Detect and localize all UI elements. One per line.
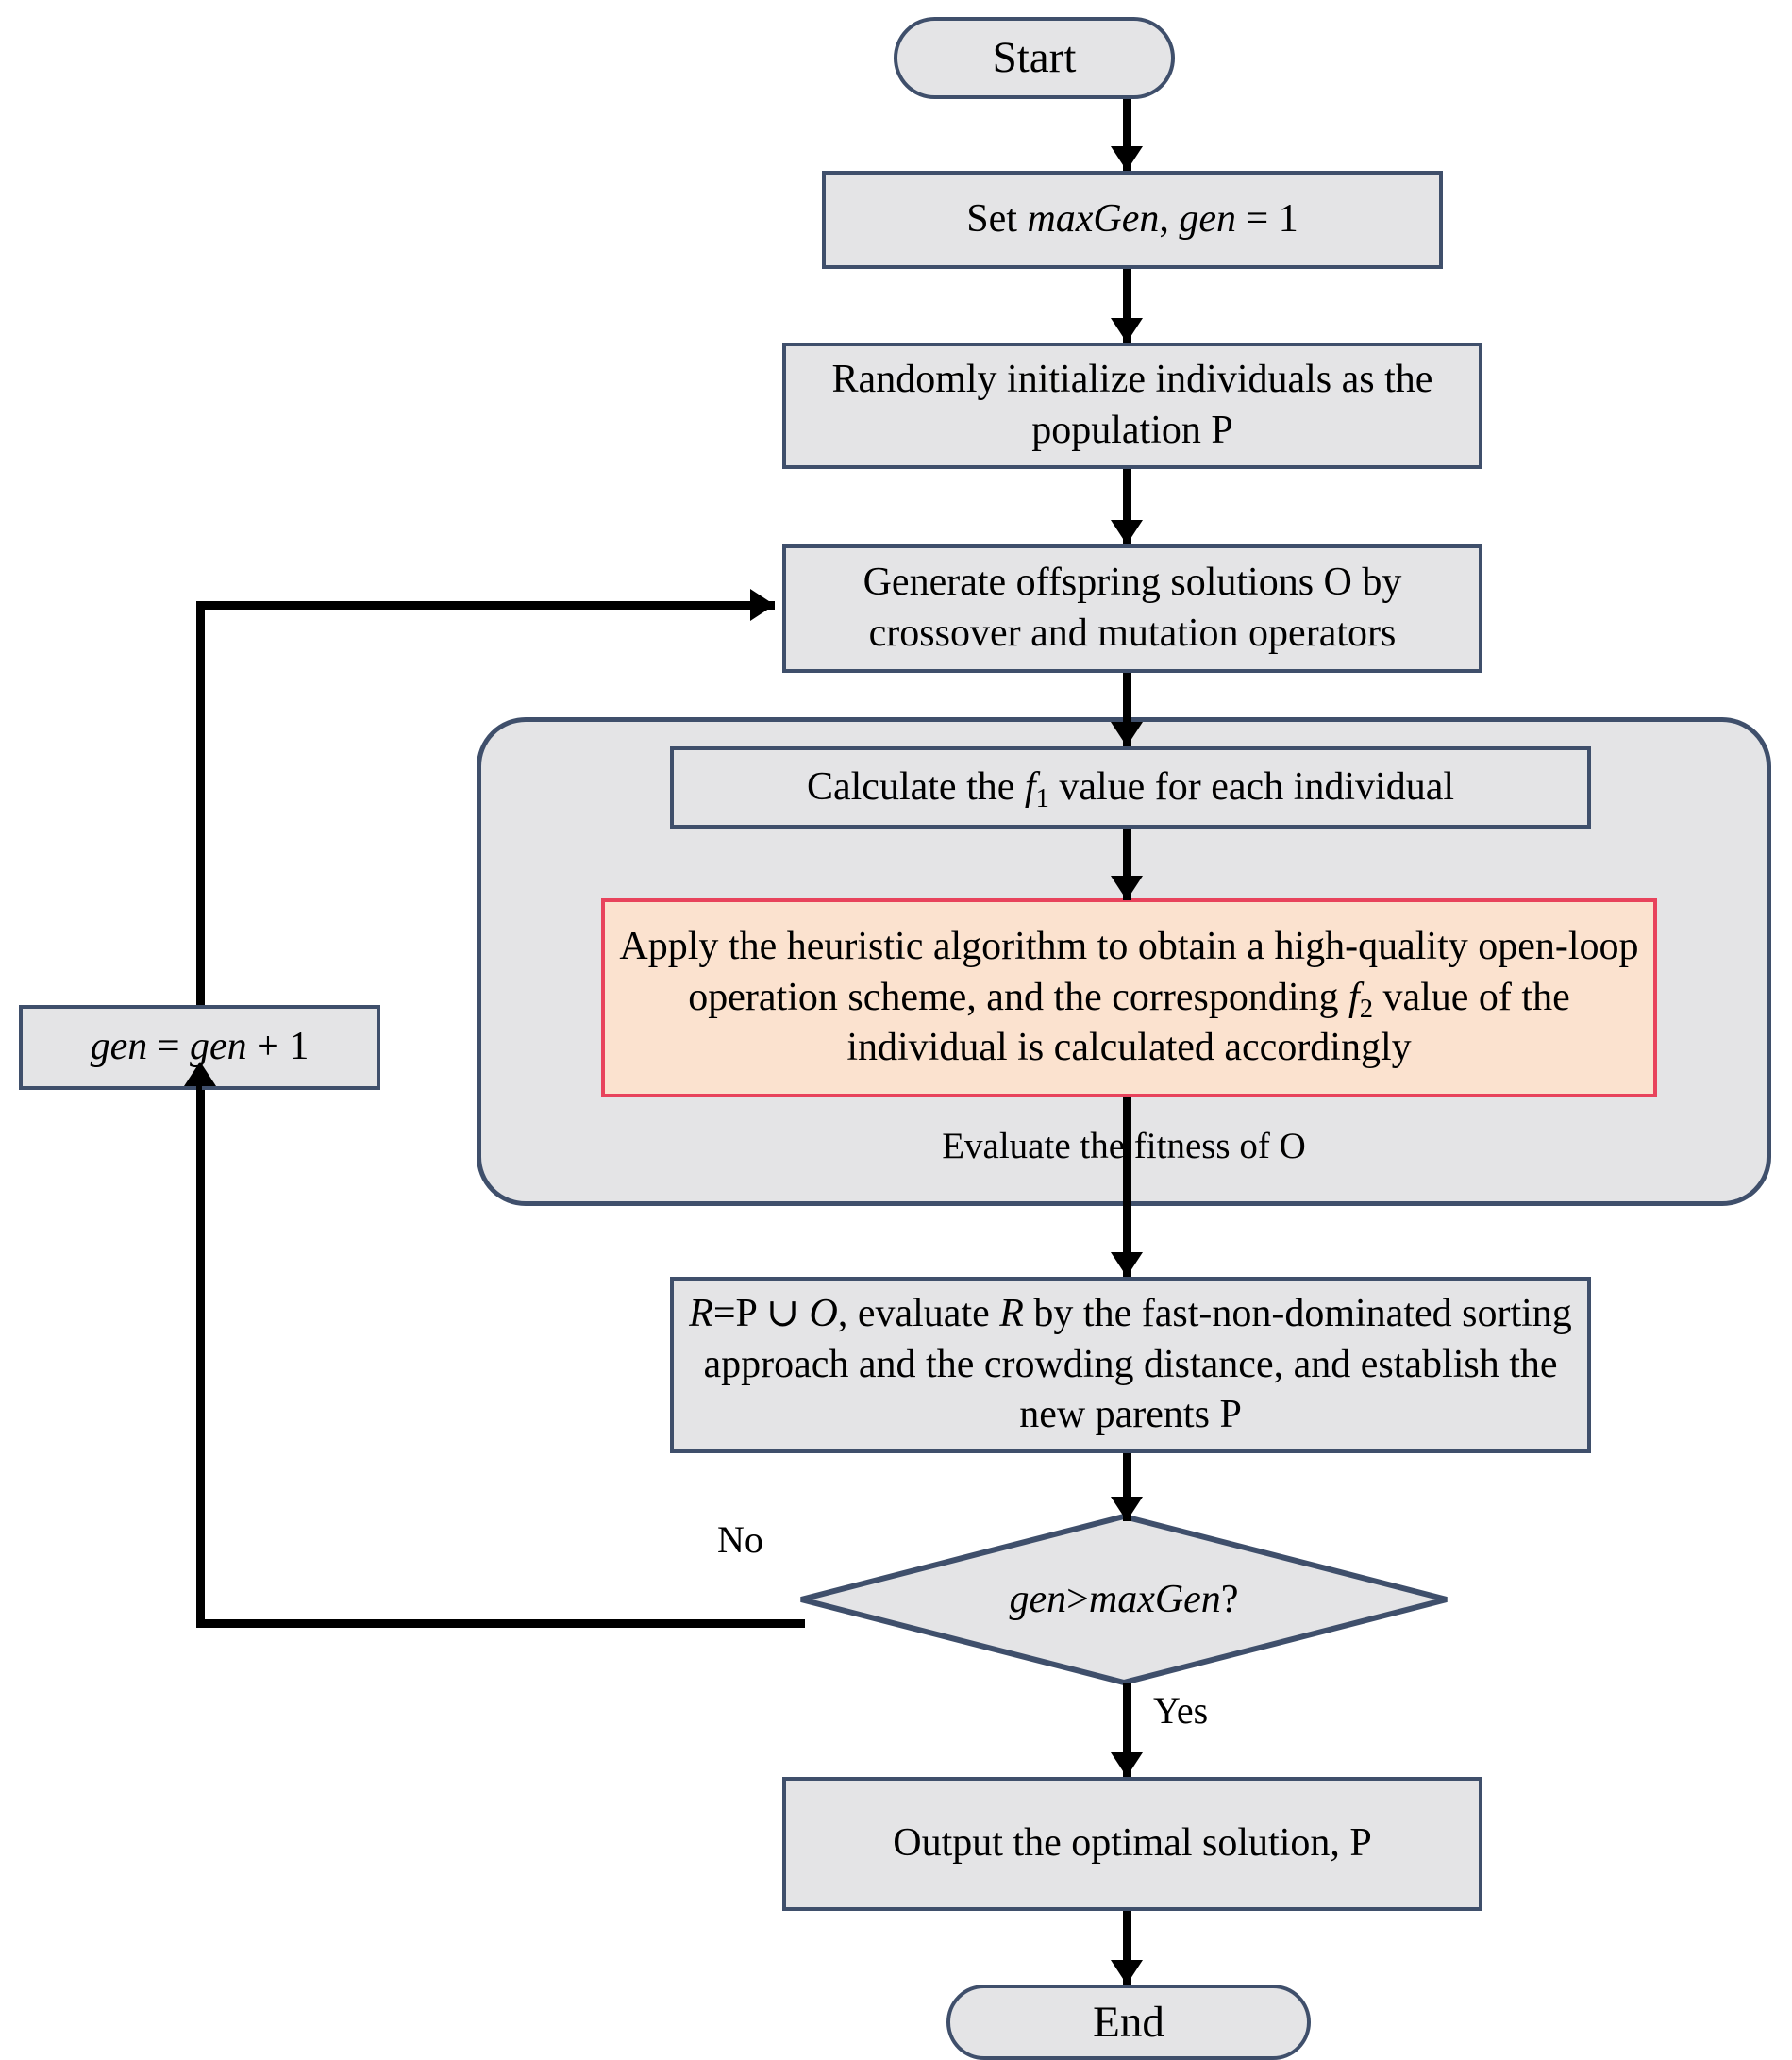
arrow-calc-f1-to-heuristic xyxy=(1111,876,1143,900)
node-initialize-label: Randomly initialize individuals as the p… xyxy=(831,358,1433,452)
arrow-decision-to-output xyxy=(1111,1752,1143,1777)
connector-decision-to-output xyxy=(1123,1683,1131,1777)
node-initialize[interactable]: Randomly initialize individuals as the p… xyxy=(782,343,1482,469)
arrow-generate-to-calc-f1 xyxy=(1111,722,1143,746)
connector-output-to-end xyxy=(1123,1911,1131,1985)
connector-loop-rail-to-generate xyxy=(196,601,775,610)
arrow-set-params-to-initialize xyxy=(1111,318,1143,343)
node-end[interactable]: End xyxy=(946,1985,1311,2060)
arrow-heuristic-to-merge-sort xyxy=(1111,1252,1143,1277)
edge-label-yes: Yes xyxy=(1153,1689,1209,1732)
edge-label-no: No xyxy=(717,1518,763,1561)
node-generate-label: Generate offspring solutions O by crosso… xyxy=(863,561,1402,655)
node-decision[interactable]: gen>maxGen? xyxy=(798,1514,1449,1685)
arrow-merge-sort-to-decision xyxy=(1111,1497,1143,1521)
node-generate[interactable]: Generate offspring solutions O by crosso… xyxy=(782,544,1482,673)
arrow-output-to-end xyxy=(1111,1960,1143,1985)
node-heuristic[interactable]: Apply the heuristic algorithm to obtain … xyxy=(601,898,1657,1097)
node-calc-f1[interactable]: Calculate the f1 value for each individu… xyxy=(670,746,1591,829)
connector-generate-to-calc-f1 xyxy=(1123,673,1131,746)
node-increment-label: gen = gen + 1 xyxy=(90,1025,310,1069)
connector-start-to-set-params xyxy=(1123,99,1131,171)
node-calc-f1-label: Calculate the f1 value for each individu… xyxy=(806,764,1455,813)
arrow-into-increment xyxy=(184,1062,216,1086)
connector-into-increment-horizontal xyxy=(196,1086,202,1095)
node-start[interactable]: Start xyxy=(894,17,1175,99)
node-set-params-label: Set maxGen, gen = 1 xyxy=(966,197,1298,242)
connector-merge-sort-to-decision xyxy=(1123,1453,1131,1521)
connector-set-params-to-initialize xyxy=(1123,269,1131,343)
node-output-label: Output the optimal solution, P xyxy=(893,1821,1372,1866)
arrow-initialize-to-generate xyxy=(1111,520,1143,544)
connector-no-branch-up-to-increment xyxy=(196,1090,205,1624)
node-start-label: Start xyxy=(992,33,1077,83)
connector-calc-f1-to-heuristic xyxy=(1123,829,1131,900)
node-output[interactable]: Output the optimal solution, P xyxy=(782,1777,1482,1911)
arrow-loop-into-generate xyxy=(750,589,775,621)
node-decision-label: gen>maxGen? xyxy=(1009,1578,1239,1621)
node-set-params[interactable]: Set maxGen, gen = 1 xyxy=(822,171,1443,269)
node-heuristic-label: Apply the heuristic algorithm to obtain … xyxy=(619,924,1639,1070)
connector-heuristic-to-merge-sort xyxy=(1123,1097,1131,1277)
connector-increment-to-loop-rail xyxy=(196,601,205,1005)
arrow-start-to-set-params xyxy=(1111,146,1143,171)
connector-initialize-to-generate xyxy=(1123,469,1131,544)
node-merge-sort[interactable]: R=P ∪ O, evaluate R by the fast-non-domi… xyxy=(670,1277,1591,1453)
node-end-label: End xyxy=(1093,1997,1164,2047)
connector-no-branch-horizontal xyxy=(196,1619,805,1628)
node-merge-sort-label: R=P ∪ O, evaluate R by the fast-non-domi… xyxy=(689,1291,1572,1437)
